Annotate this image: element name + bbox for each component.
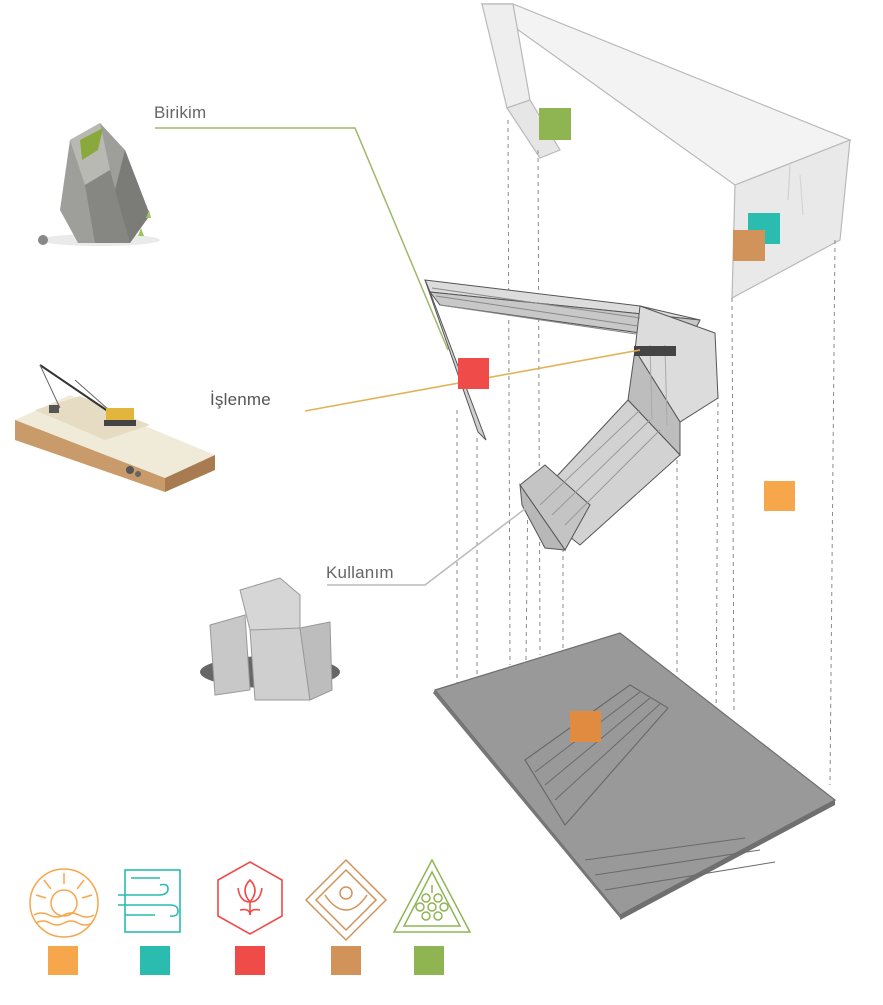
- sun-water-icon: [29, 868, 99, 938]
- stone-blocks-illustration: [200, 577, 340, 701]
- legend-teal-square: [140, 946, 170, 975]
- green-marker: [539, 108, 571, 140]
- orange-marker: [764, 481, 795, 511]
- islenme-label: İşlenme: [210, 390, 271, 409]
- legend-green-square: [414, 946, 444, 975]
- projection-lines: [456, 119, 836, 786]
- hands-diamond-icon: [304, 858, 388, 942]
- mining-site-illustration: [15, 364, 215, 492]
- kullanim-leader-line: [327, 504, 531, 586]
- red-marker: [458, 358, 489, 389]
- grapes-triangle-icon: [392, 858, 472, 933]
- base-plate: [433, 632, 837, 920]
- shell-structure: [480, 3, 852, 300]
- birikim-label: Birikim: [154, 103, 207, 122]
- legend-brown-square: [331, 946, 361, 975]
- wind-document-icon: [118, 869, 181, 933]
- flower-hexagon-icon: [217, 861, 283, 935]
- legend-orange-square: [48, 946, 78, 975]
- base-orange-marker: [570, 711, 601, 742]
- birikim-leader-line: [155, 127, 449, 351]
- rock-illustration: [38, 123, 160, 246]
- kullanim-label: Kullanım: [326, 563, 394, 582]
- processing-structure: [424, 279, 719, 551]
- brown-marker: [733, 230, 765, 261]
- legend-red-square: [235, 946, 265, 975]
